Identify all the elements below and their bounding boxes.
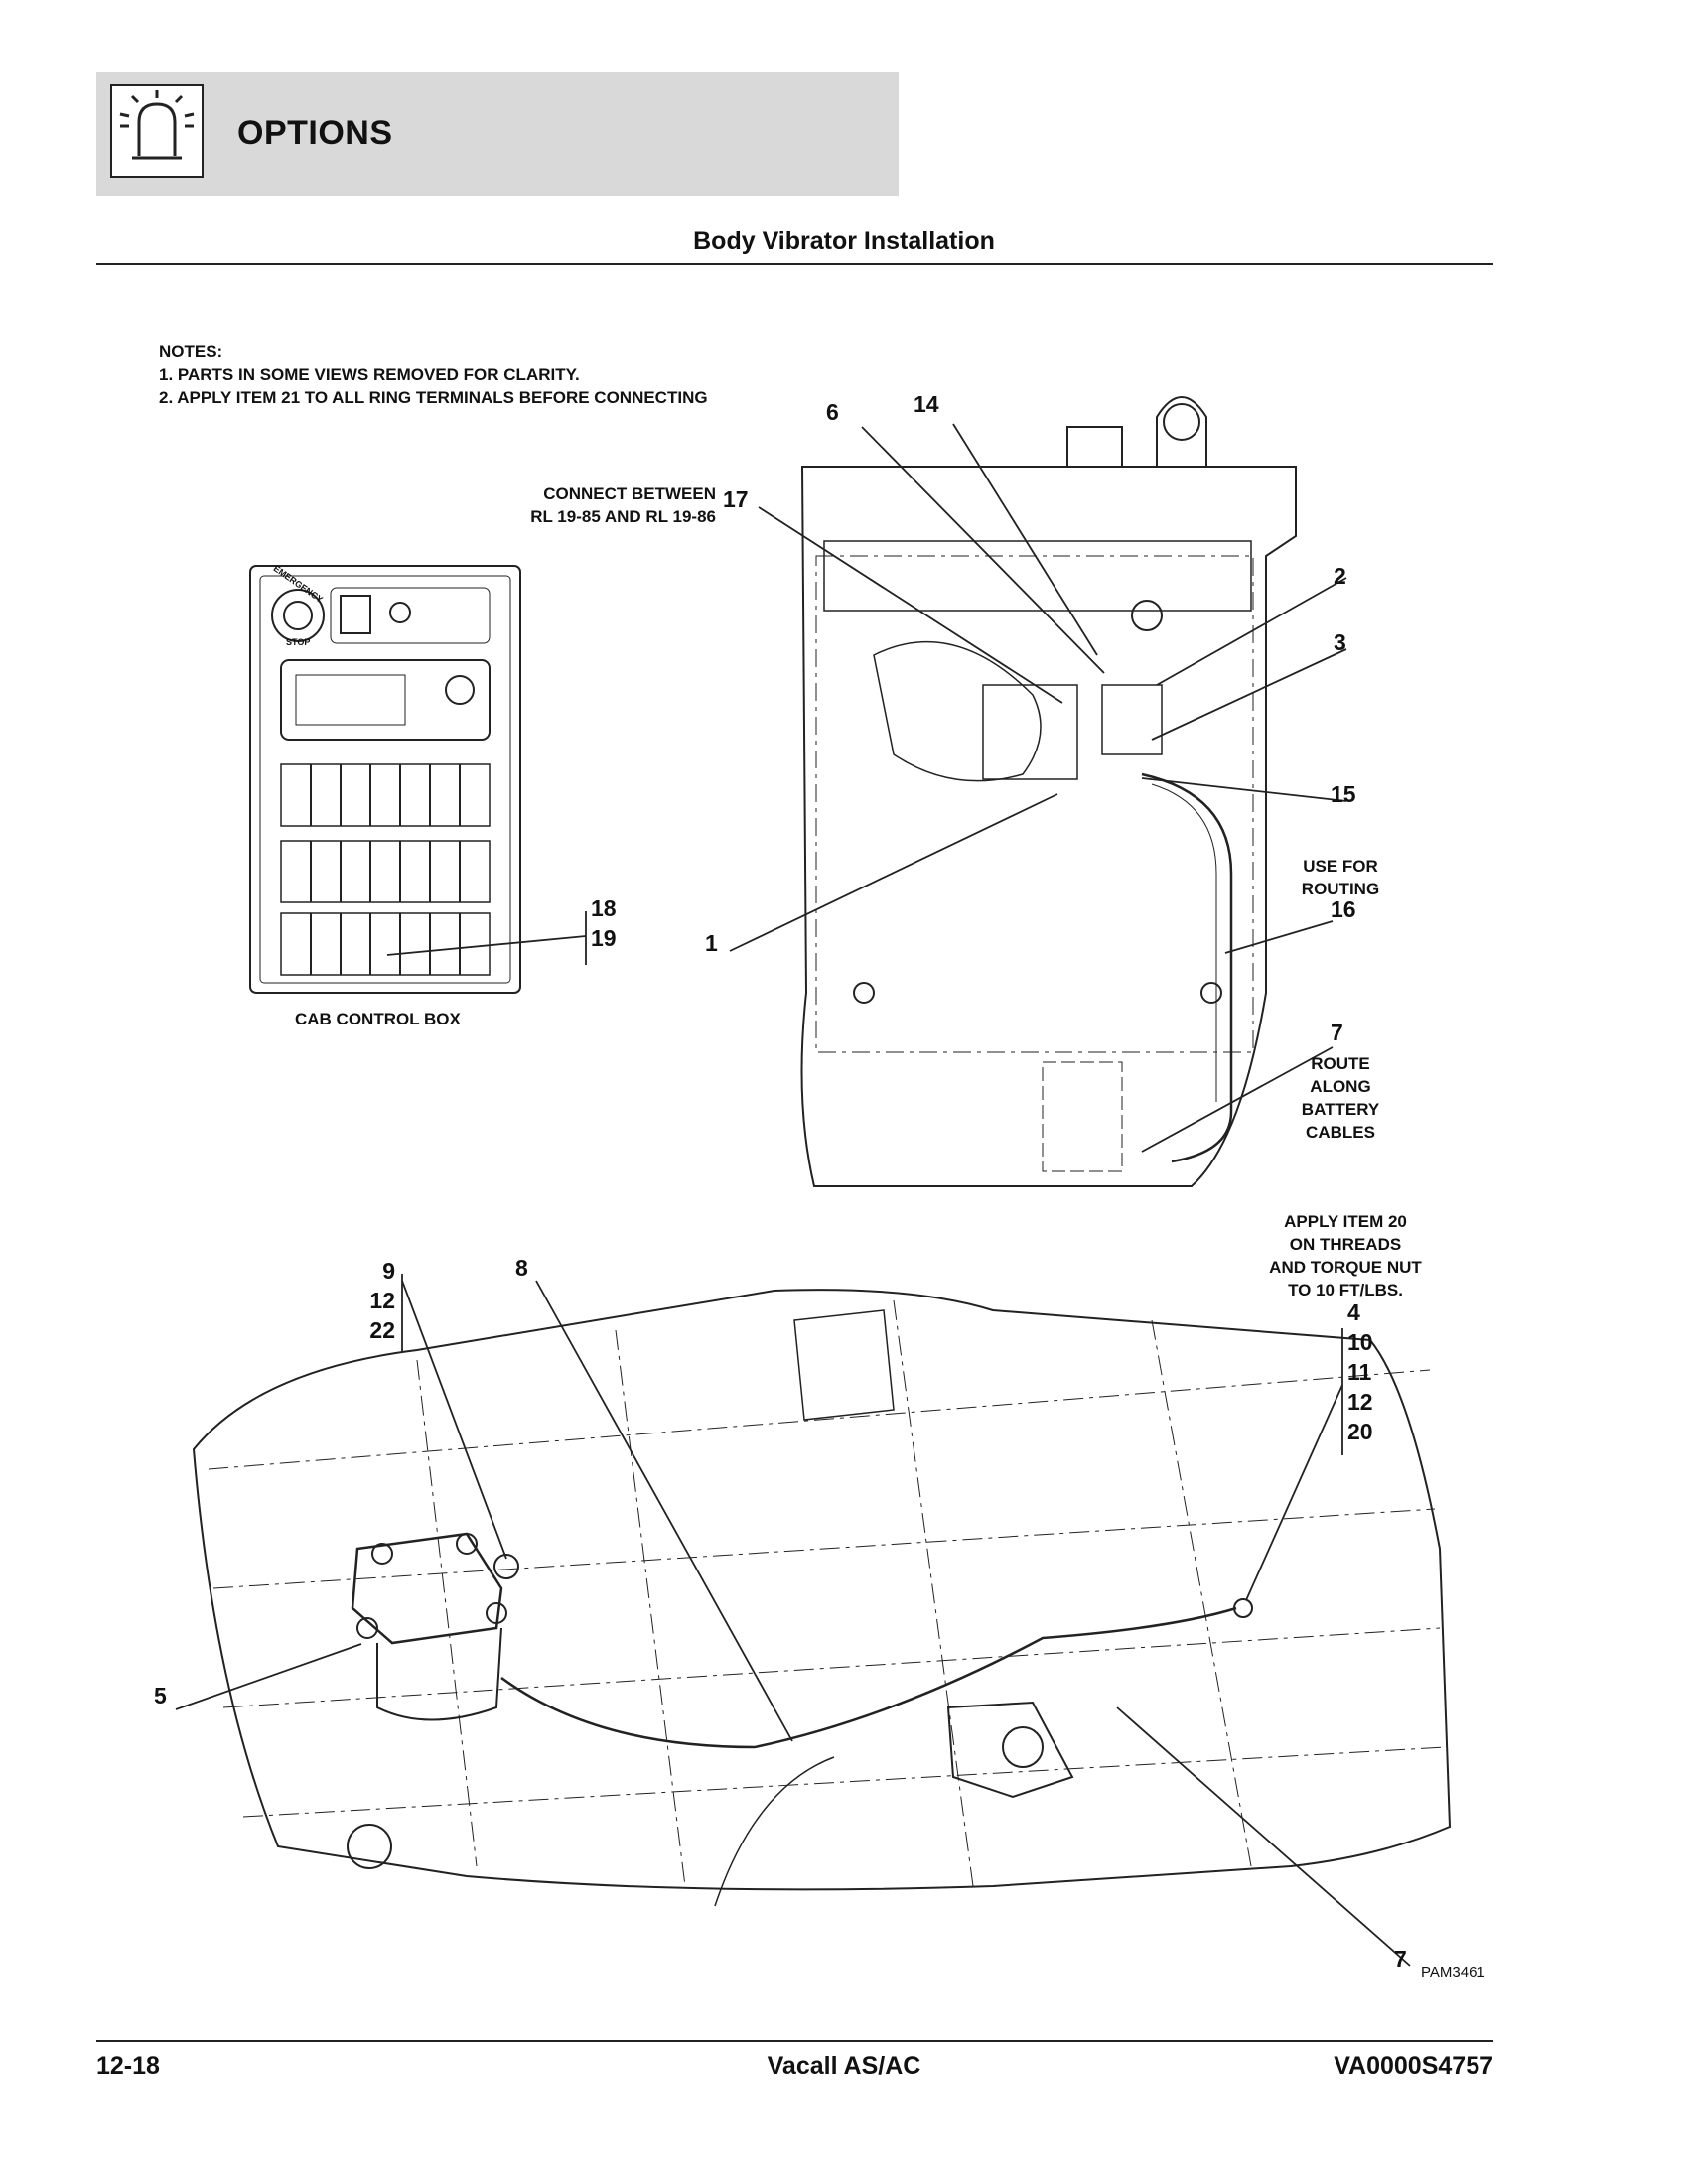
page-subtitle: Body Vibrator Installation [693, 227, 995, 255]
item-17: 17 [723, 486, 749, 512]
notes-heading: NOTES: [159, 342, 223, 361]
warning-beacon-icon [110, 84, 204, 178]
cab-control-box-label: CAB CONTROL BOX [295, 1010, 461, 1028]
chassis-top-view-drawing [800, 396, 1297, 1187]
route-line-3: BATTERY [1301, 1100, 1380, 1119]
item-7-bottom: 7 [1394, 1946, 1407, 1972]
connect-line-2: RL 19-85 AND RL 19-86 [530, 507, 716, 526]
apply-line-4: TO 10 FT/LBS. [1288, 1281, 1403, 1299]
routing-line-2: ROUTING [1301, 880, 1380, 898]
connect-line-1: CONNECT BETWEEN [543, 484, 716, 503]
footer-model: Vacall AS/AC [767, 2052, 921, 2080]
item-12-left: 12 [369, 1288, 395, 1313]
item-12-right: 12 [1347, 1389, 1373, 1415]
route-line-2: ALONG [1310, 1077, 1371, 1096]
bottom-rule [96, 2040, 1493, 2042]
use-for-routing-note: USE FOR ROUTING [1291, 855, 1390, 900]
apply-item-20-note: APPLY ITEM 20 ON THREADS AND TORQUE NUT … [1256, 1210, 1435, 1301]
item-8: 8 [515, 1255, 528, 1281]
item-group-9-12-22: 9 12 22 [350, 1256, 395, 1345]
item-11: 11 [1347, 1359, 1372, 1385]
route-line-4: CABLES [1306, 1123, 1375, 1142]
item-group-18-19: 18 19 [591, 893, 617, 953]
cab-control-box-drawing [249, 565, 521, 994]
item-10: 10 [1347, 1329, 1373, 1355]
item-9: 9 [382, 1258, 395, 1284]
item-22: 22 [369, 1317, 395, 1343]
section-header: OPTIONS [96, 72, 899, 196]
item-20: 20 [1347, 1419, 1373, 1444]
apply-line-2: ON THREADS [1289, 1235, 1402, 1254]
route-along-note: ROUTE ALONG BATTERY CABLES [1291, 1052, 1390, 1144]
item-14: 14 [914, 391, 939, 417]
routing-line-1: USE FOR [1303, 857, 1378, 876]
drawing-reference: PAM3461 [1421, 1964, 1485, 1980]
note-2: 2. APPLY ITEM 21 TO ALL RING TERMINALS B… [159, 388, 708, 407]
item-group-4-10-11-12-20: 4 10 11 12 20 [1347, 1297, 1373, 1446]
item-2: 2 [1334, 563, 1346, 589]
item-7-top: 7 [1331, 1020, 1343, 1045]
connect-between-note: CONNECT BETWEEN RL 19-85 AND RL 19-86 [507, 482, 716, 528]
body-bottom-view-drawing [192, 1289, 1452, 1907]
item-1: 1 [705, 930, 718, 956]
item-6: 6 [826, 399, 839, 425]
leader-lines [175, 423, 1411, 1967]
apply-line-3: AND TORQUE NUT [1269, 1258, 1422, 1277]
item-3: 3 [1334, 629, 1346, 655]
item-16: 16 [1331, 896, 1356, 922]
footer-doc-id: VA0000S4757 [1334, 2052, 1493, 2080]
stop-label: STOP [286, 637, 311, 647]
page-number: 12-18 [96, 2052, 160, 2080]
note-1: 1. PARTS IN SOME VIEWS REMOVED FOR CLARI… [159, 365, 580, 384]
apply-line-1: APPLY ITEM 20 [1284, 1212, 1407, 1231]
top-rule [96, 263, 1493, 265]
item-19: 19 [591, 925, 617, 951]
route-line-1: ROUTE [1311, 1054, 1370, 1073]
notes-block: NOTES: 1. PARTS IN SOME VIEWS REMOVED FO… [159, 341, 708, 409]
item-4: 4 [1347, 1299, 1360, 1325]
item-5: 5 [154, 1683, 167, 1708]
item-18: 18 [591, 895, 617, 921]
section-title: OPTIONS [237, 114, 393, 152]
item-15: 15 [1331, 781, 1356, 807]
